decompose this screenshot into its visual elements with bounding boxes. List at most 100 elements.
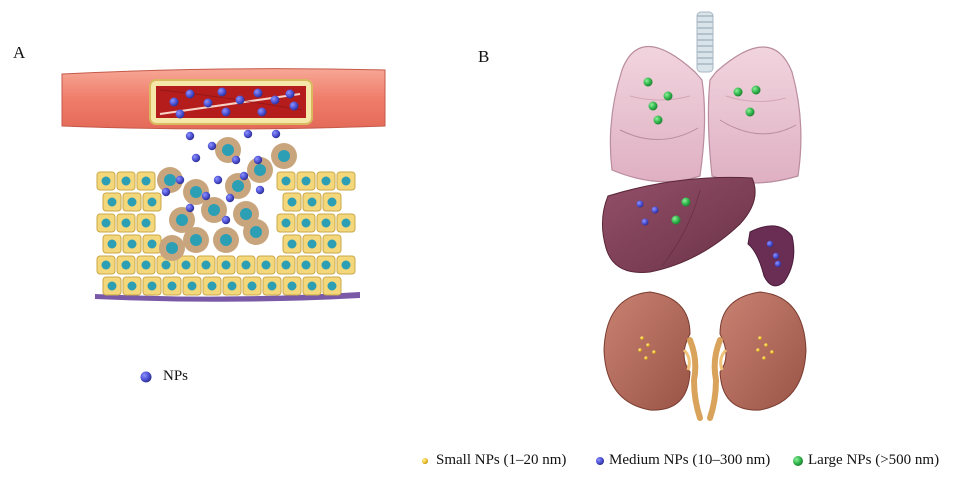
legend-medium-np-icon (596, 457, 604, 465)
cell-nucleus (161, 260, 171, 270)
cell-nucleus (247, 281, 257, 291)
small-nanoparticle (756, 348, 760, 352)
cell-nucleus (341, 218, 351, 228)
small-nanoparticle (640, 336, 644, 340)
cell-nucleus (261, 260, 271, 270)
cell-nucleus (107, 281, 117, 291)
cell-nucleus (107, 197, 117, 207)
legend-medium-text: Medium NPs (10–300 nm) (609, 452, 771, 468)
cell-nucleus (341, 176, 351, 186)
small-nanoparticle (758, 336, 762, 340)
nanoparticle (207, 141, 217, 151)
cell-nucleus (278, 150, 290, 162)
medium-nanoparticle (766, 240, 774, 248)
cell-nucleus (101, 260, 111, 270)
nanoparticle (185, 131, 195, 141)
cell-nucleus (307, 239, 317, 249)
cell-nucleus (207, 281, 217, 291)
cell-nucleus (281, 218, 291, 228)
nanoparticle (239, 171, 249, 181)
large-nanoparticle (681, 197, 691, 207)
nanoparticle (270, 95, 280, 105)
cell-nucleus (101, 176, 111, 186)
liver-nanoparticles (636, 197, 691, 226)
nanoparticle (257, 107, 267, 117)
kidney-small-nanoparticles (638, 336, 774, 360)
cell-nucleus (190, 186, 202, 198)
nanoparticle (221, 107, 231, 117)
cell-nucleus (287, 239, 297, 249)
extravasating-nanoparticles (161, 129, 281, 225)
cell-nucleus (327, 281, 337, 291)
cell-nucleus (281, 176, 291, 186)
liver-icon (602, 176, 756, 273)
large-nanoparticle (653, 115, 663, 125)
small-nanoparticle (762, 356, 766, 360)
tumor-tissue-icon (95, 137, 360, 302)
cell-nucleus (101, 218, 111, 228)
nanoparticle (243, 129, 253, 139)
trachea (696, 11, 714, 73)
spleen-icon (747, 225, 795, 287)
large-nanoparticle (671, 215, 681, 225)
cell-nucleus (287, 281, 297, 291)
nanoparticle (217, 87, 227, 97)
cell-nucleus (127, 197, 137, 207)
cell-nucleus (232, 180, 244, 192)
cell-nucleus (307, 281, 317, 291)
nanoparticle (185, 203, 195, 213)
nanoparticle (253, 155, 263, 165)
cell-nucleus (107, 239, 117, 249)
nanoparticle (175, 175, 185, 185)
cell-nucleus (127, 239, 137, 249)
panel-a-label: A (13, 43, 26, 62)
cell-nucleus (341, 260, 351, 270)
tumor-cells (157, 137, 297, 261)
cell-nucleus (250, 226, 262, 238)
small-nanoparticle (644, 356, 648, 360)
nanoparticle (203, 98, 213, 108)
cell-nucleus (141, 218, 151, 228)
nanoparticle (161, 187, 171, 197)
small-nanoparticle (770, 350, 774, 354)
cell-nucleus (121, 218, 131, 228)
nanoparticle (191, 153, 201, 163)
lungs-icon (609, 11, 802, 184)
cell-nucleus (181, 260, 191, 270)
large-nanoparticle (751, 85, 761, 95)
cell-nucleus (127, 281, 137, 291)
legend-small-np-icon (422, 458, 428, 464)
cell-nucleus (121, 176, 131, 186)
cell-nucleus (176, 214, 188, 226)
cell-nucleus (208, 204, 220, 216)
lung-large-nanoparticles (643, 77, 761, 125)
cell-nucleus (121, 260, 131, 270)
large-nanoparticle (643, 77, 653, 87)
cell-nucleus (201, 260, 211, 270)
medium-nanoparticle (772, 252, 780, 260)
vessel-nanoparticles (169, 87, 299, 119)
cell-nucleus (164, 174, 176, 186)
nanoparticle (213, 175, 223, 185)
nanoparticle (221, 215, 231, 225)
cell-nucleus (147, 239, 157, 249)
medium-nanoparticle (641, 218, 649, 226)
legend-a-text: NPs (163, 368, 189, 384)
cell-nucleus (220, 234, 232, 246)
nanoparticle (289, 101, 299, 111)
small-nanoparticle (652, 350, 656, 354)
nanoparticle (169, 97, 179, 107)
cell-nucleus (307, 197, 317, 207)
legend-a-medium-np-icon (140, 371, 152, 383)
cell-nucleus (321, 218, 331, 228)
nanoparticle (175, 109, 185, 119)
spleen-medium-nanoparticles (766, 240, 782, 268)
cell-nucleus (167, 281, 177, 291)
nanoparticle (255, 185, 265, 195)
nanoparticle (201, 191, 211, 201)
large-nanoparticle (733, 87, 743, 97)
nanoparticle (225, 193, 235, 203)
small-nanoparticle (638, 348, 642, 352)
small-nanoparticle (646, 343, 650, 347)
cell-nucleus (321, 260, 331, 270)
